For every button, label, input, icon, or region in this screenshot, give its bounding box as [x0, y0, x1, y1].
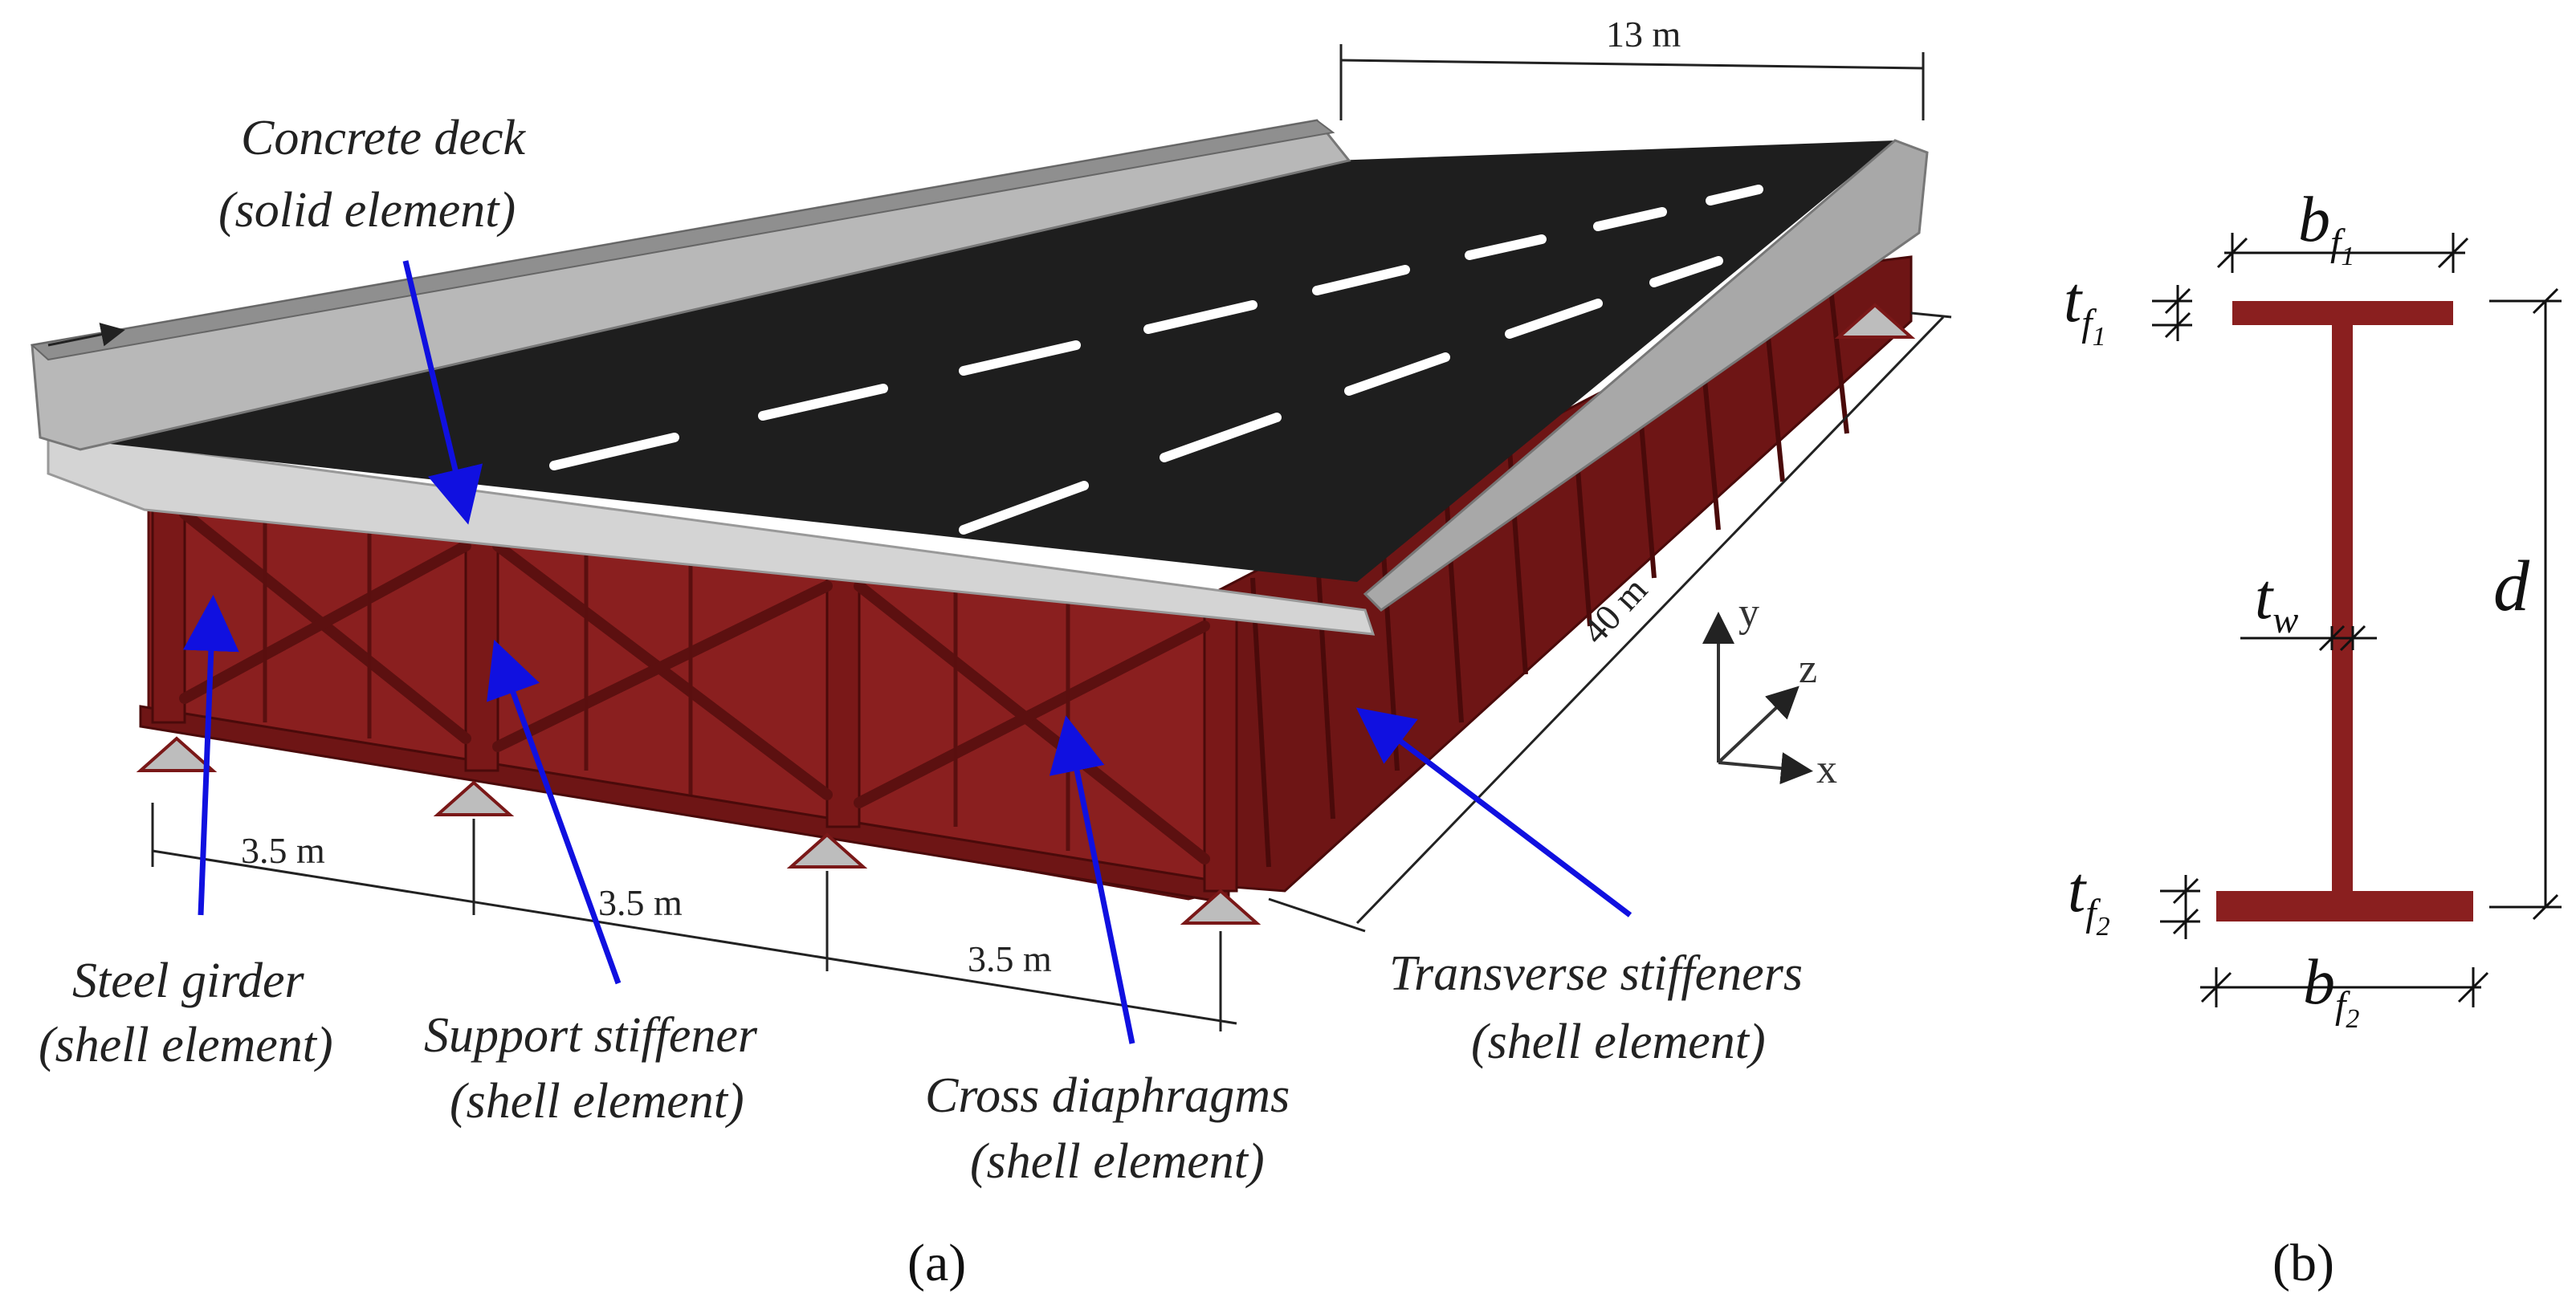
top-flange: [2232, 301, 2453, 325]
cross-diaphragms: [179, 508, 1210, 865]
support-5: [1834, 303, 1916, 339]
leader-arrows: [182, 260, 1632, 1044]
label-cross-diaphragms-type: (shell element): [970, 1134, 1265, 1189]
girder-4: [1203, 608, 1238, 893]
label-support-stiffener-type: (shell element): [450, 1074, 744, 1129]
web: [2332, 325, 2353, 891]
label-transverse-stiffeners-type: (shell element): [1471, 1015, 1766, 1069]
dimension-spacing-1: 3.5 m: [241, 830, 325, 871]
axis-x-label: x: [1816, 747, 1837, 792]
label-support-stiffener: Support stiffener: [424, 1008, 758, 1063]
label-concrete-deck: Concrete deck: [241, 111, 526, 165]
support-1: [136, 736, 218, 772]
support-2: [433, 780, 515, 816]
girder-3: [825, 568, 861, 828]
supports: [136, 303, 1916, 925]
parapet-near-top: [30, 119, 1335, 361]
symbol-tw: tw: [2255, 562, 2298, 641]
bridge-model: [30, 119, 1929, 925]
arrow-cross-diaphragms: [1049, 715, 1135, 1044]
caption-b: (b): [2272, 1234, 2334, 1292]
symbol-bf1: bf1: [2298, 185, 2354, 271]
symbol-d: d: [2493, 547, 2530, 626]
dimension-width: 13 m: [1339, 14, 1925, 120]
support-4: [1180, 889, 1262, 925]
arrow-concrete-deck: [402, 260, 483, 525]
girder-2: [464, 528, 499, 772]
label-transverse-stiffeners: Transverse stiffeners: [1389, 946, 1803, 1001]
arrow-support-stiffener: [487, 639, 622, 985]
axis-z-label: z: [1799, 646, 1817, 692]
concrete-deck-edge: [47, 432, 1376, 636]
symbol-tf1: tf1: [2064, 265, 2106, 352]
arrow-steel-girder: [182, 595, 239, 916]
label-steel-girder: Steel girder: [72, 954, 305, 1008]
caption-a: (a): [907, 1234, 966, 1292]
label-concrete-deck-type: (solid element): [218, 183, 516, 238]
girder-1: [151, 496, 186, 724]
lane-markings: [549, 185, 1763, 535]
parapet-far: [1363, 139, 1929, 612]
axis-y-label: y: [1738, 590, 1759, 636]
support-3: [786, 832, 868, 869]
symbol-bf2: bf2: [2303, 947, 2359, 1034]
dimension-spacing-2: 3.5 m: [598, 882, 683, 923]
section-dimension-lines: [2152, 233, 2562, 1007]
dimension-spacing-3: 3.5 m: [968, 938, 1052, 979]
dimension-spacings: 3.5 m 3.5 m 3.5 m: [151, 803, 1237, 1031]
i-section: [2216, 301, 2473, 921]
section-symbols: bf1 tf1 d tw tf2 bf2: [2064, 185, 2530, 1034]
label-cross-diaphragms: Cross diaphragms: [925, 1068, 1290, 1123]
coordinate-axes: [1702, 612, 1813, 785]
deck-edge-arrow: [47, 322, 125, 347]
bottom-flange-section: [2216, 891, 2473, 921]
arrow-transverse-stiffeners: [1355, 707, 1632, 917]
label-steel-girder-type: (shell element): [39, 1018, 333, 1072]
dimension-13m: 13 m: [1606, 14, 1681, 55]
symbol-tf2: tf2: [2068, 855, 2110, 942]
component-labels: Concrete deck (solid element) Steel gird…: [39, 111, 1803, 1189]
